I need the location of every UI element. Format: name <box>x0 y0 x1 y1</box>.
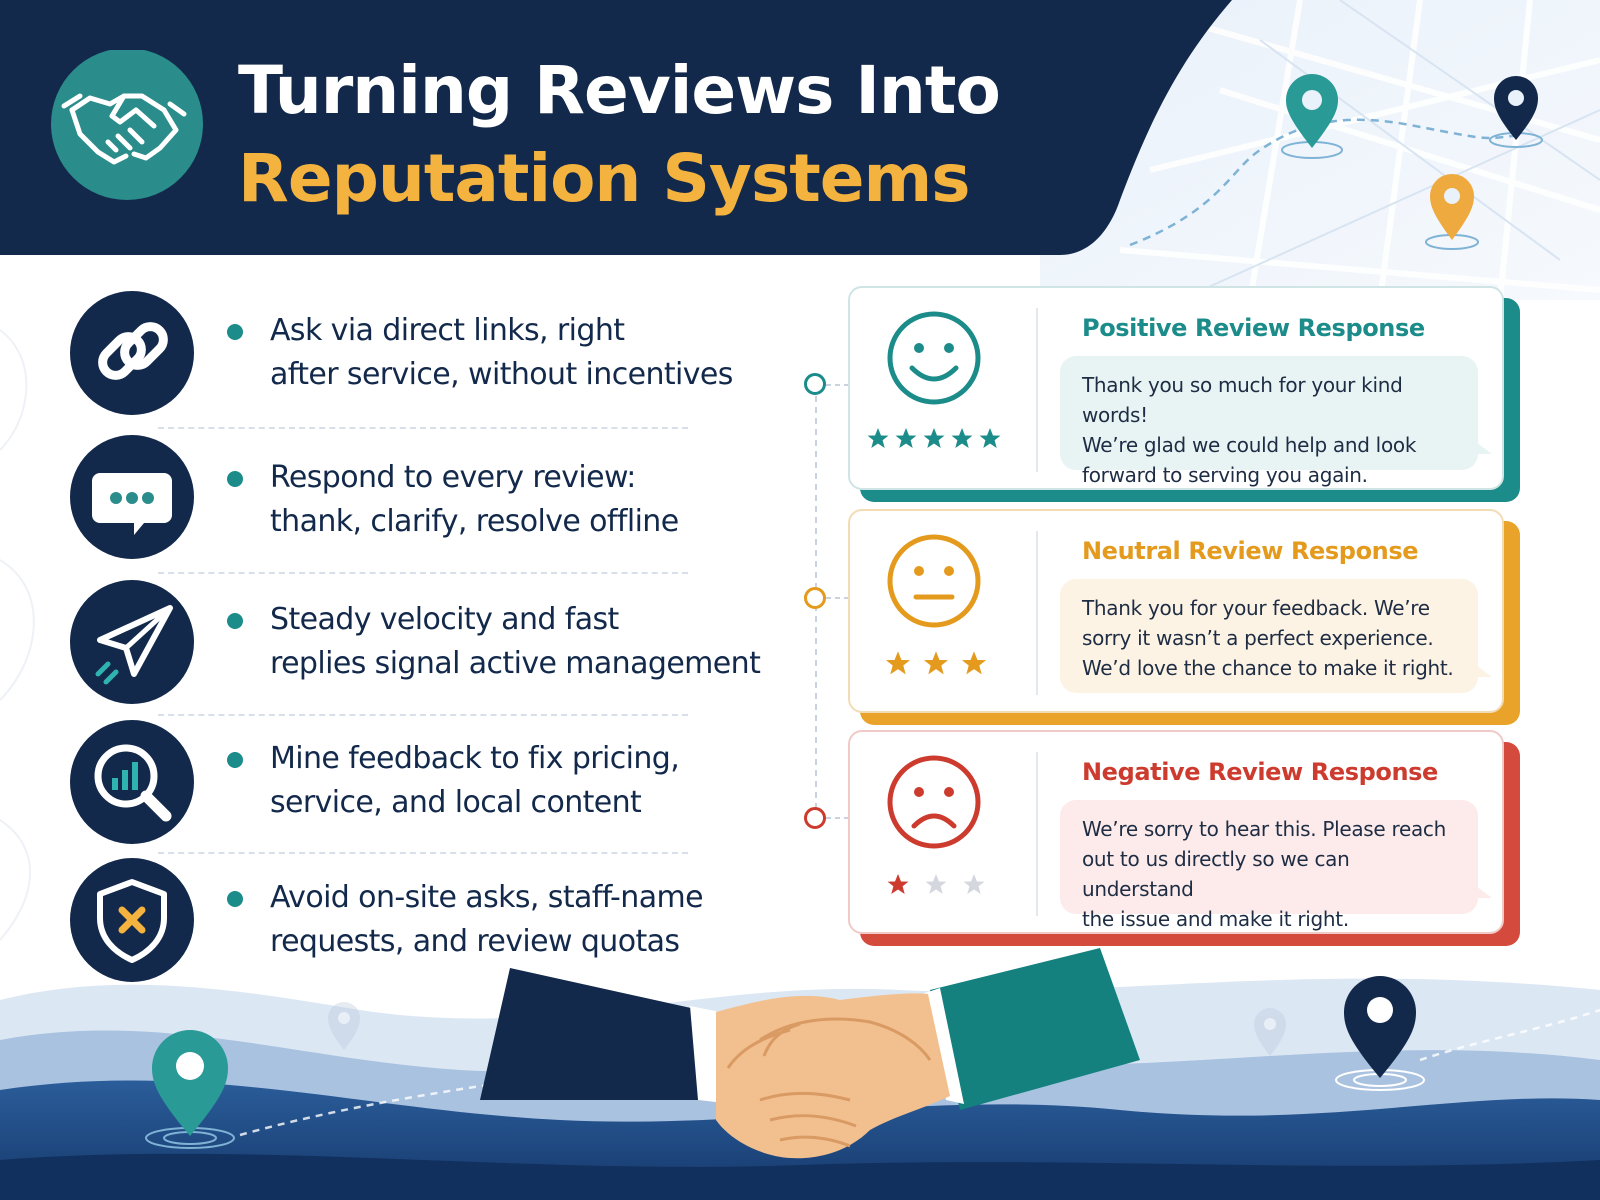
magnifier-chart-icon <box>94 744 172 822</box>
tip-icon-circle <box>70 858 194 982</box>
response-line: sorry it wasn’t a perfect experience. <box>1082 626 1434 650</box>
smiling-face-icon <box>887 311 981 405</box>
sad-face-icon <box>887 755 981 849</box>
card-title: Negative Review Response <box>1082 758 1438 786</box>
bubble-tail <box>1476 665 1492 677</box>
neutral-response-card: Neutral Review Response Thank you for yo… <box>848 509 1504 713</box>
shield-x-icon <box>97 879 167 963</box>
response-line: We’d love the chance to make it right. <box>1082 656 1454 680</box>
tip-divider <box>158 852 688 854</box>
card-divider <box>1036 752 1038 916</box>
page-title-line2: Reputation Systems <box>238 140 971 217</box>
tip-bullet <box>227 471 243 487</box>
location-pin-icon <box>1425 174 1479 250</box>
star-rating <box>885 651 987 675</box>
response-line: We’re sorry to hear this. Please reach <box>1082 817 1446 841</box>
response-line: Thank you so much for your kind words! <box>1082 373 1403 427</box>
tip-text-line1: Steady velocity and fast <box>270 602 619 637</box>
negative-response-card: Negative Review Response We’re sorry to … <box>848 730 1504 934</box>
star-rating <box>887 874 985 894</box>
star-icon <box>925 874 947 894</box>
response-line: forward to serving you again. <box>1082 463 1368 487</box>
chat-bubble-icon <box>92 473 172 535</box>
tip-text-line2: requests, and review quotas <box>270 924 680 959</box>
tip-item: Ask via direct links, right after servic… <box>60 291 760 431</box>
card-title: Positive Review Response <box>1082 314 1425 342</box>
star-icon <box>867 428 889 448</box>
tip-text-line1: Mine feedback to fix pricing, <box>270 741 680 776</box>
tip-item: Steady velocity and fast replies signal … <box>60 580 761 720</box>
star-icon <box>963 874 985 894</box>
tip-divider <box>158 427 688 429</box>
tip-icon-circle <box>70 291 194 415</box>
tip-icon-circle <box>70 435 194 559</box>
card-title: Neutral Review Response <box>1082 537 1419 565</box>
tip-bullet <box>227 752 243 768</box>
tip-text-line1: Avoid on-site asks, staff-name <box>270 880 704 915</box>
timeline-node <box>804 807 826 829</box>
star-icon <box>885 651 911 675</box>
tip-item: Mine feedback to fix pricing, service, a… <box>60 720 760 860</box>
response-line: Thank you for your feedback. We’re <box>1082 596 1430 620</box>
tip-bullet <box>227 891 243 907</box>
location-pin-icon <box>328 1002 360 1050</box>
star-icon <box>923 651 949 675</box>
response-line: We’re glad we could help and look <box>1082 433 1417 457</box>
tip-divider <box>158 714 688 716</box>
location-pin-icon <box>1489 76 1543 148</box>
positive-response-card: Positive Review Response Thank you so mu… <box>848 286 1504 490</box>
tip-text-line2: replies signal active management <box>270 646 761 681</box>
tip-text-line2: after service, without incentives <box>270 357 733 392</box>
location-pin-icon <box>145 1030 235 1149</box>
timeline-node <box>804 373 826 395</box>
tip-text-line2: service, and local content <box>270 785 642 820</box>
response-bubble: We’re sorry to hear this. Please reach o… <box>1060 800 1492 931</box>
tip-item: Respond to every review: thank, clarify,… <box>60 435 760 575</box>
link-icon <box>98 322 168 380</box>
card-divider <box>1036 531 1038 695</box>
response-bubble: Thank you so much for your kind words! W… <box>1060 356 1492 487</box>
tip-item: Avoid on-site asks, staff-name requests,… <box>60 858 760 998</box>
bubble-tail <box>1476 886 1492 898</box>
star-icon <box>979 428 1001 448</box>
location-pin-icon <box>1335 976 1425 1091</box>
response-line: the issue and make it right. <box>1082 907 1349 931</box>
bubble-tail <box>1476 442 1492 454</box>
handshake-icon <box>51 50 203 200</box>
star-rating <box>867 428 1001 448</box>
star-icon <box>923 428 945 448</box>
response-bubble: Thank you for your feedback. We’re sorry… <box>1060 579 1492 693</box>
page-title-line1: Turning Reviews Into <box>238 52 1001 129</box>
tip-divider <box>158 572 688 574</box>
tip-icon-circle <box>70 720 194 844</box>
tip-bullet <box>227 324 243 340</box>
location-pin-icon <box>1254 1008 1286 1056</box>
tip-bullet <box>227 613 243 629</box>
timeline-node <box>804 587 826 609</box>
paper-plane-icon <box>95 605 173 685</box>
star-icon <box>961 651 987 675</box>
star-icon <box>887 874 909 894</box>
neutral-face-icon <box>887 534 981 628</box>
tip-text-line2: thank, clarify, resolve offline <box>270 504 679 539</box>
star-icon <box>951 428 973 448</box>
star-icon <box>895 428 917 448</box>
location-pin-icon <box>1281 74 1343 159</box>
card-divider <box>1036 308 1038 472</box>
tip-text-line1: Respond to every review: <box>270 460 636 495</box>
tip-text-line1: Ask via direct links, right <box>270 313 625 348</box>
response-line: out to us directly so we can understand <box>1082 847 1350 901</box>
tip-icon-circle <box>70 580 194 704</box>
